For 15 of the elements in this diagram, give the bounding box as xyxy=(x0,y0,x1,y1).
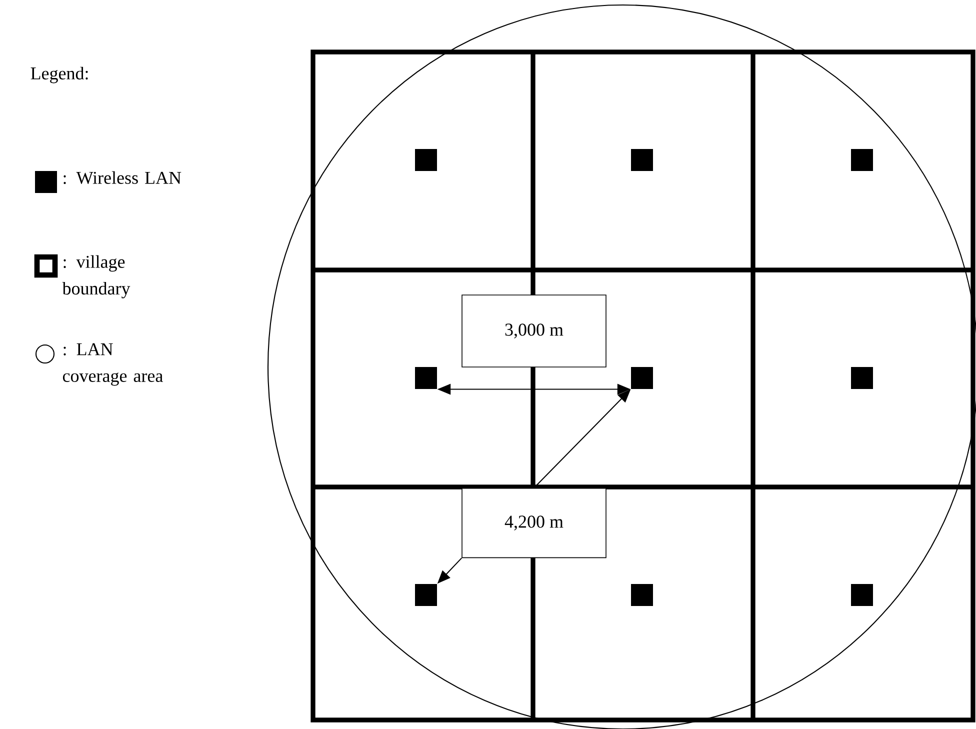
wireless-lan-square xyxy=(851,367,873,389)
distance-label-box: 3,000 m xyxy=(462,294,606,368)
wireless-lan-square xyxy=(415,584,437,606)
wireless-lan-square xyxy=(631,149,653,171)
wireless-lan-square xyxy=(415,149,437,171)
wireless-lan-square xyxy=(851,149,873,171)
wireless-lan-square xyxy=(851,584,873,606)
legend-title: Legend: xyxy=(30,66,88,84)
distance-label-box: 4,200 m xyxy=(462,488,606,558)
wireless-lan-square xyxy=(415,367,437,389)
legend-text: : village boundary xyxy=(62,255,130,298)
wireless-lan-square xyxy=(631,367,653,389)
legend-text: : Wireless LAN xyxy=(64,171,182,184)
wireless-lan-square xyxy=(631,584,653,606)
legend-text: : LAN coverage area xyxy=(62,343,163,386)
